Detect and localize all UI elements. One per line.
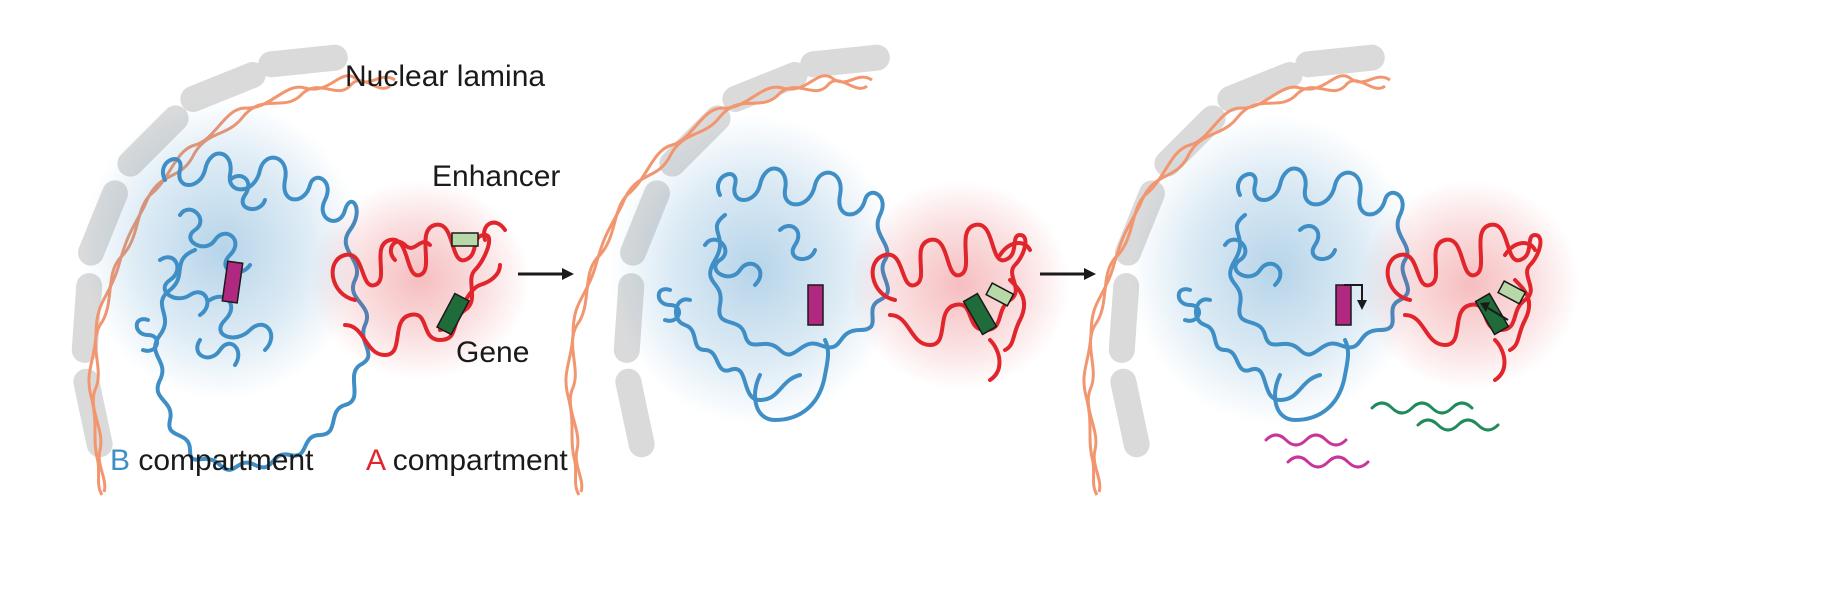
- gene-2: [962, 292, 998, 336]
- a-chromatin-3: [1385, 222, 1543, 382]
- nuclear-lamina-3: [1108, 44, 1385, 458]
- b-gene-1: [221, 260, 244, 304]
- b-gene-3: [1335, 284, 1352, 326]
- b-compartment-glow-1: [82, 100, 362, 400]
- lamina-fiber-3: [1082, 74, 1391, 496]
- right-arrow-icon: [1040, 268, 1096, 280]
- enhancer-2: [985, 282, 1015, 307]
- legend-a-text: compartment: [384, 444, 568, 477]
- a-compartment-glow-1: [310, 180, 530, 380]
- legend-b-letter: B: [110, 444, 130, 477]
- legend: B compartment: [110, 444, 314, 477]
- enhancer-1: [451, 232, 479, 247]
- a-compartment-glow-2: [850, 180, 1070, 390]
- gene-1: [436, 292, 470, 336]
- panel-1: Nuclear lamina Enhancer Gene: [71, 44, 560, 496]
- a-compartment-glow-3: [1360, 180, 1580, 390]
- transcripts-magenta: [1264, 433, 1370, 469]
- nuclear-lamina-label: Nuclear lamina: [345, 60, 545, 93]
- b-gene-2: [807, 284, 824, 326]
- a-chromatin-2: [870, 222, 1032, 382]
- right-arrow-icon: [518, 268, 574, 280]
- legend-b-text: compartment: [130, 444, 314, 477]
- activation-arrow-icon-a: [1480, 302, 1509, 321]
- legend-a: A compartment: [366, 444, 568, 477]
- panel-2: [564, 44, 1070, 496]
- legend-a-letter: A: [366, 444, 386, 477]
- b-chromatin-2: [656, 166, 890, 422]
- gene-label: Gene: [456, 336, 529, 369]
- lamina-fiber-2: [564, 74, 873, 496]
- transcripts-green: [1370, 401, 1500, 432]
- panel-3: [1082, 44, 1580, 496]
- enhancer-3: [1497, 280, 1527, 305]
- enhancer-label: Enhancer: [432, 160, 560, 193]
